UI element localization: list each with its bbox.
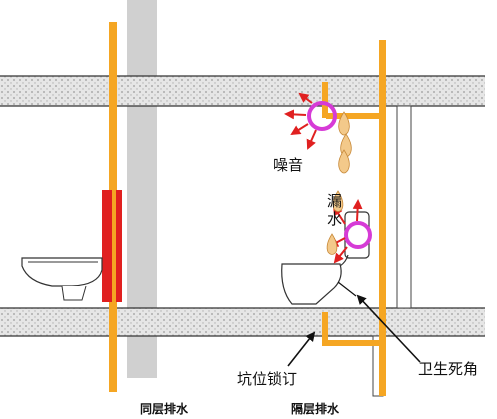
right-toilet xyxy=(281,211,370,305)
lower-branch-pipe-h xyxy=(322,340,386,346)
upper-branch-pipe-h xyxy=(326,113,386,119)
pit-nail-pointer xyxy=(287,331,316,367)
same-floor-caption: 同层排水 xyxy=(140,402,189,416)
water-drops xyxy=(326,111,352,255)
dead-corner-pointer xyxy=(356,294,421,363)
noise-arrows xyxy=(284,92,317,150)
bathroom-wall-right xyxy=(396,105,412,309)
separate-floor-caption: 隔层排水 xyxy=(291,402,340,416)
leak-label: 漏水 xyxy=(327,192,343,228)
upper-branch-pipe-v xyxy=(322,82,328,118)
lower-floor-slab xyxy=(0,307,485,337)
upper-floor-slab xyxy=(0,75,485,107)
lower-branch-pipe-v xyxy=(322,312,328,346)
noise-ring xyxy=(307,101,337,131)
right-vertical-pipe xyxy=(379,40,386,396)
noise-label: 噪音 xyxy=(273,156,304,174)
leak-ring xyxy=(344,221,372,249)
wall-mounted-tank-inner xyxy=(112,190,116,302)
pit-nail-label: 坑位锁订 xyxy=(237,370,298,388)
dead-corner-label: 卫生死角 xyxy=(418,360,479,378)
